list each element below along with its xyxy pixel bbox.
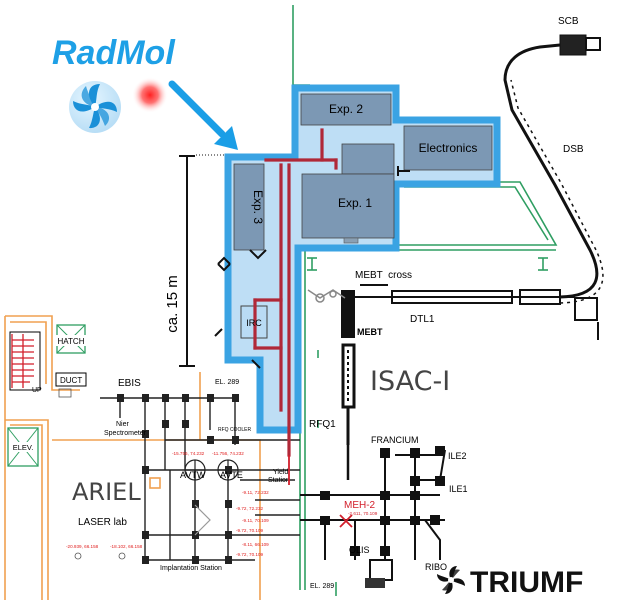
beam-pipe-network bbox=[253, 128, 338, 457]
mebt-beamline bbox=[341, 290, 356, 445]
coord-label: -9.72, 70.109 bbox=[236, 552, 264, 557]
avtw-label: AVTW bbox=[180, 470, 206, 480]
elevator: ELEV. bbox=[7, 427, 39, 467]
coordinate-markers bbox=[74, 552, 126, 560]
el289-label: EL. 289 bbox=[215, 379, 239, 386]
yield-label: Yield bbox=[273, 469, 288, 476]
radmol-logo-icon bbox=[69, 81, 121, 133]
scb-label: SCB bbox=[558, 16, 579, 27]
exp1-box bbox=[301, 173, 395, 239]
exp3-box bbox=[233, 163, 265, 251]
connector-marks bbox=[214, 166, 410, 369]
radmol-title: RadMol bbox=[52, 34, 176, 72]
up-label: UP bbox=[32, 387, 42, 394]
dtl1-label: DTL1 bbox=[410, 314, 435, 325]
exp1-small-part bbox=[343, 237, 359, 244]
experiment-hall bbox=[224, 84, 501, 434]
coord-label: -9.72, 70.109 bbox=[236, 528, 264, 533]
exp1-label: Exp. 1 bbox=[338, 196, 372, 210]
elev-label: ELEV. bbox=[13, 443, 34, 452]
small-equipment bbox=[58, 388, 72, 398]
coord-label: -20.939, 66.158 bbox=[66, 544, 99, 549]
ariel-building-outline bbox=[4, 315, 261, 600]
dsb-label: DSB bbox=[563, 144, 584, 155]
coord-label: -9.11, 70.109 bbox=[242, 518, 269, 523]
stair-frame bbox=[9, 331, 41, 391]
nier-label: Nier bbox=[116, 421, 130, 428]
spectrometer-label: Spectrometer bbox=[104, 430, 147, 437]
mebt-cross-equipment bbox=[307, 289, 346, 303]
exp2-box bbox=[300, 93, 392, 126]
implantation-label: Implantation Station bbox=[160, 565, 222, 572]
exp2-label: Exp. 2 bbox=[329, 102, 363, 116]
ile2-label: ILE2 bbox=[448, 451, 467, 461]
mebt-cross-label: MEBT cross bbox=[355, 270, 412, 281]
ile1-label: ILE1 bbox=[449, 484, 468, 494]
avte-label: AVTE bbox=[220, 470, 243, 480]
meh2-coordinate: -2.611, 70.109 bbox=[348, 511, 378, 516]
ebis-label: EBIS bbox=[118, 378, 141, 389]
ariel-components bbox=[117, 394, 239, 564]
electronics-label: Electronics bbox=[419, 141, 478, 155]
exp3-label: Exp. 3 bbox=[251, 190, 265, 224]
el289-bottom-label: EL. 289 bbox=[310, 583, 334, 590]
francium-label: FRANCIUM bbox=[371, 435, 419, 445]
triumf-logo-icon bbox=[437, 566, 465, 594]
avt-rings bbox=[184, 459, 239, 481]
hatch: HATCH bbox=[55, 324, 87, 354]
ariel-label: ARIEL bbox=[72, 478, 141, 506]
scale-bar bbox=[179, 155, 195, 367]
coord-label: -11.756, 74.232 bbox=[212, 451, 244, 456]
yield-station-label: Station bbox=[268, 477, 290, 484]
meh2-label: MEH-2 bbox=[344, 500, 376, 511]
coord-label: -9.11, 72.232 bbox=[242, 490, 269, 495]
hatch-label: HATCH bbox=[58, 337, 85, 346]
coord-label: -15.756, 74.232 bbox=[172, 451, 205, 456]
duct-box bbox=[55, 372, 87, 387]
meh2-cross bbox=[339, 514, 353, 528]
arrow-icon bbox=[168, 80, 238, 150]
coord-label: -18.102, 66.158 bbox=[110, 544, 143, 549]
electronics-box bbox=[403, 125, 493, 171]
scale-label: ca. 15 m bbox=[164, 275, 181, 333]
olis-label: OLIS bbox=[349, 545, 370, 555]
ribo-label: RIBO bbox=[425, 562, 447, 572]
laser-lab-label: LASER lab bbox=[78, 517, 127, 528]
grey-beam-path bbox=[194, 504, 211, 536]
coord-label: -8.11, 66.109 bbox=[242, 542, 269, 547]
radioactive-glow-icon bbox=[132, 77, 168, 113]
isac-components bbox=[320, 446, 445, 588]
duct-label: DUCT bbox=[60, 376, 82, 385]
rfq-cooler-label: RFQ COOLER bbox=[218, 427, 251, 433]
triumf-wordmark: TRIUMF bbox=[470, 566, 583, 599]
isac-label: ISAC-I bbox=[370, 366, 450, 397]
staircase bbox=[11, 334, 34, 388]
dtl-beamline bbox=[355, 284, 575, 305]
coordinate-labels: -15.756, 74.232 -11.756, 74.232 -9.11, 7… bbox=[66, 451, 269, 557]
irc-label: IRC bbox=[246, 318, 262, 328]
exp1-upper-box bbox=[341, 143, 395, 175]
rfq1-label: RFQ1 bbox=[309, 419, 336, 430]
mebt-label: MEBT bbox=[357, 327, 383, 337]
green-markers bbox=[307, 257, 548, 596]
dsb-beamline bbox=[503, 34, 604, 340]
coord-label: -9.72, 72.232 bbox=[236, 506, 264, 511]
